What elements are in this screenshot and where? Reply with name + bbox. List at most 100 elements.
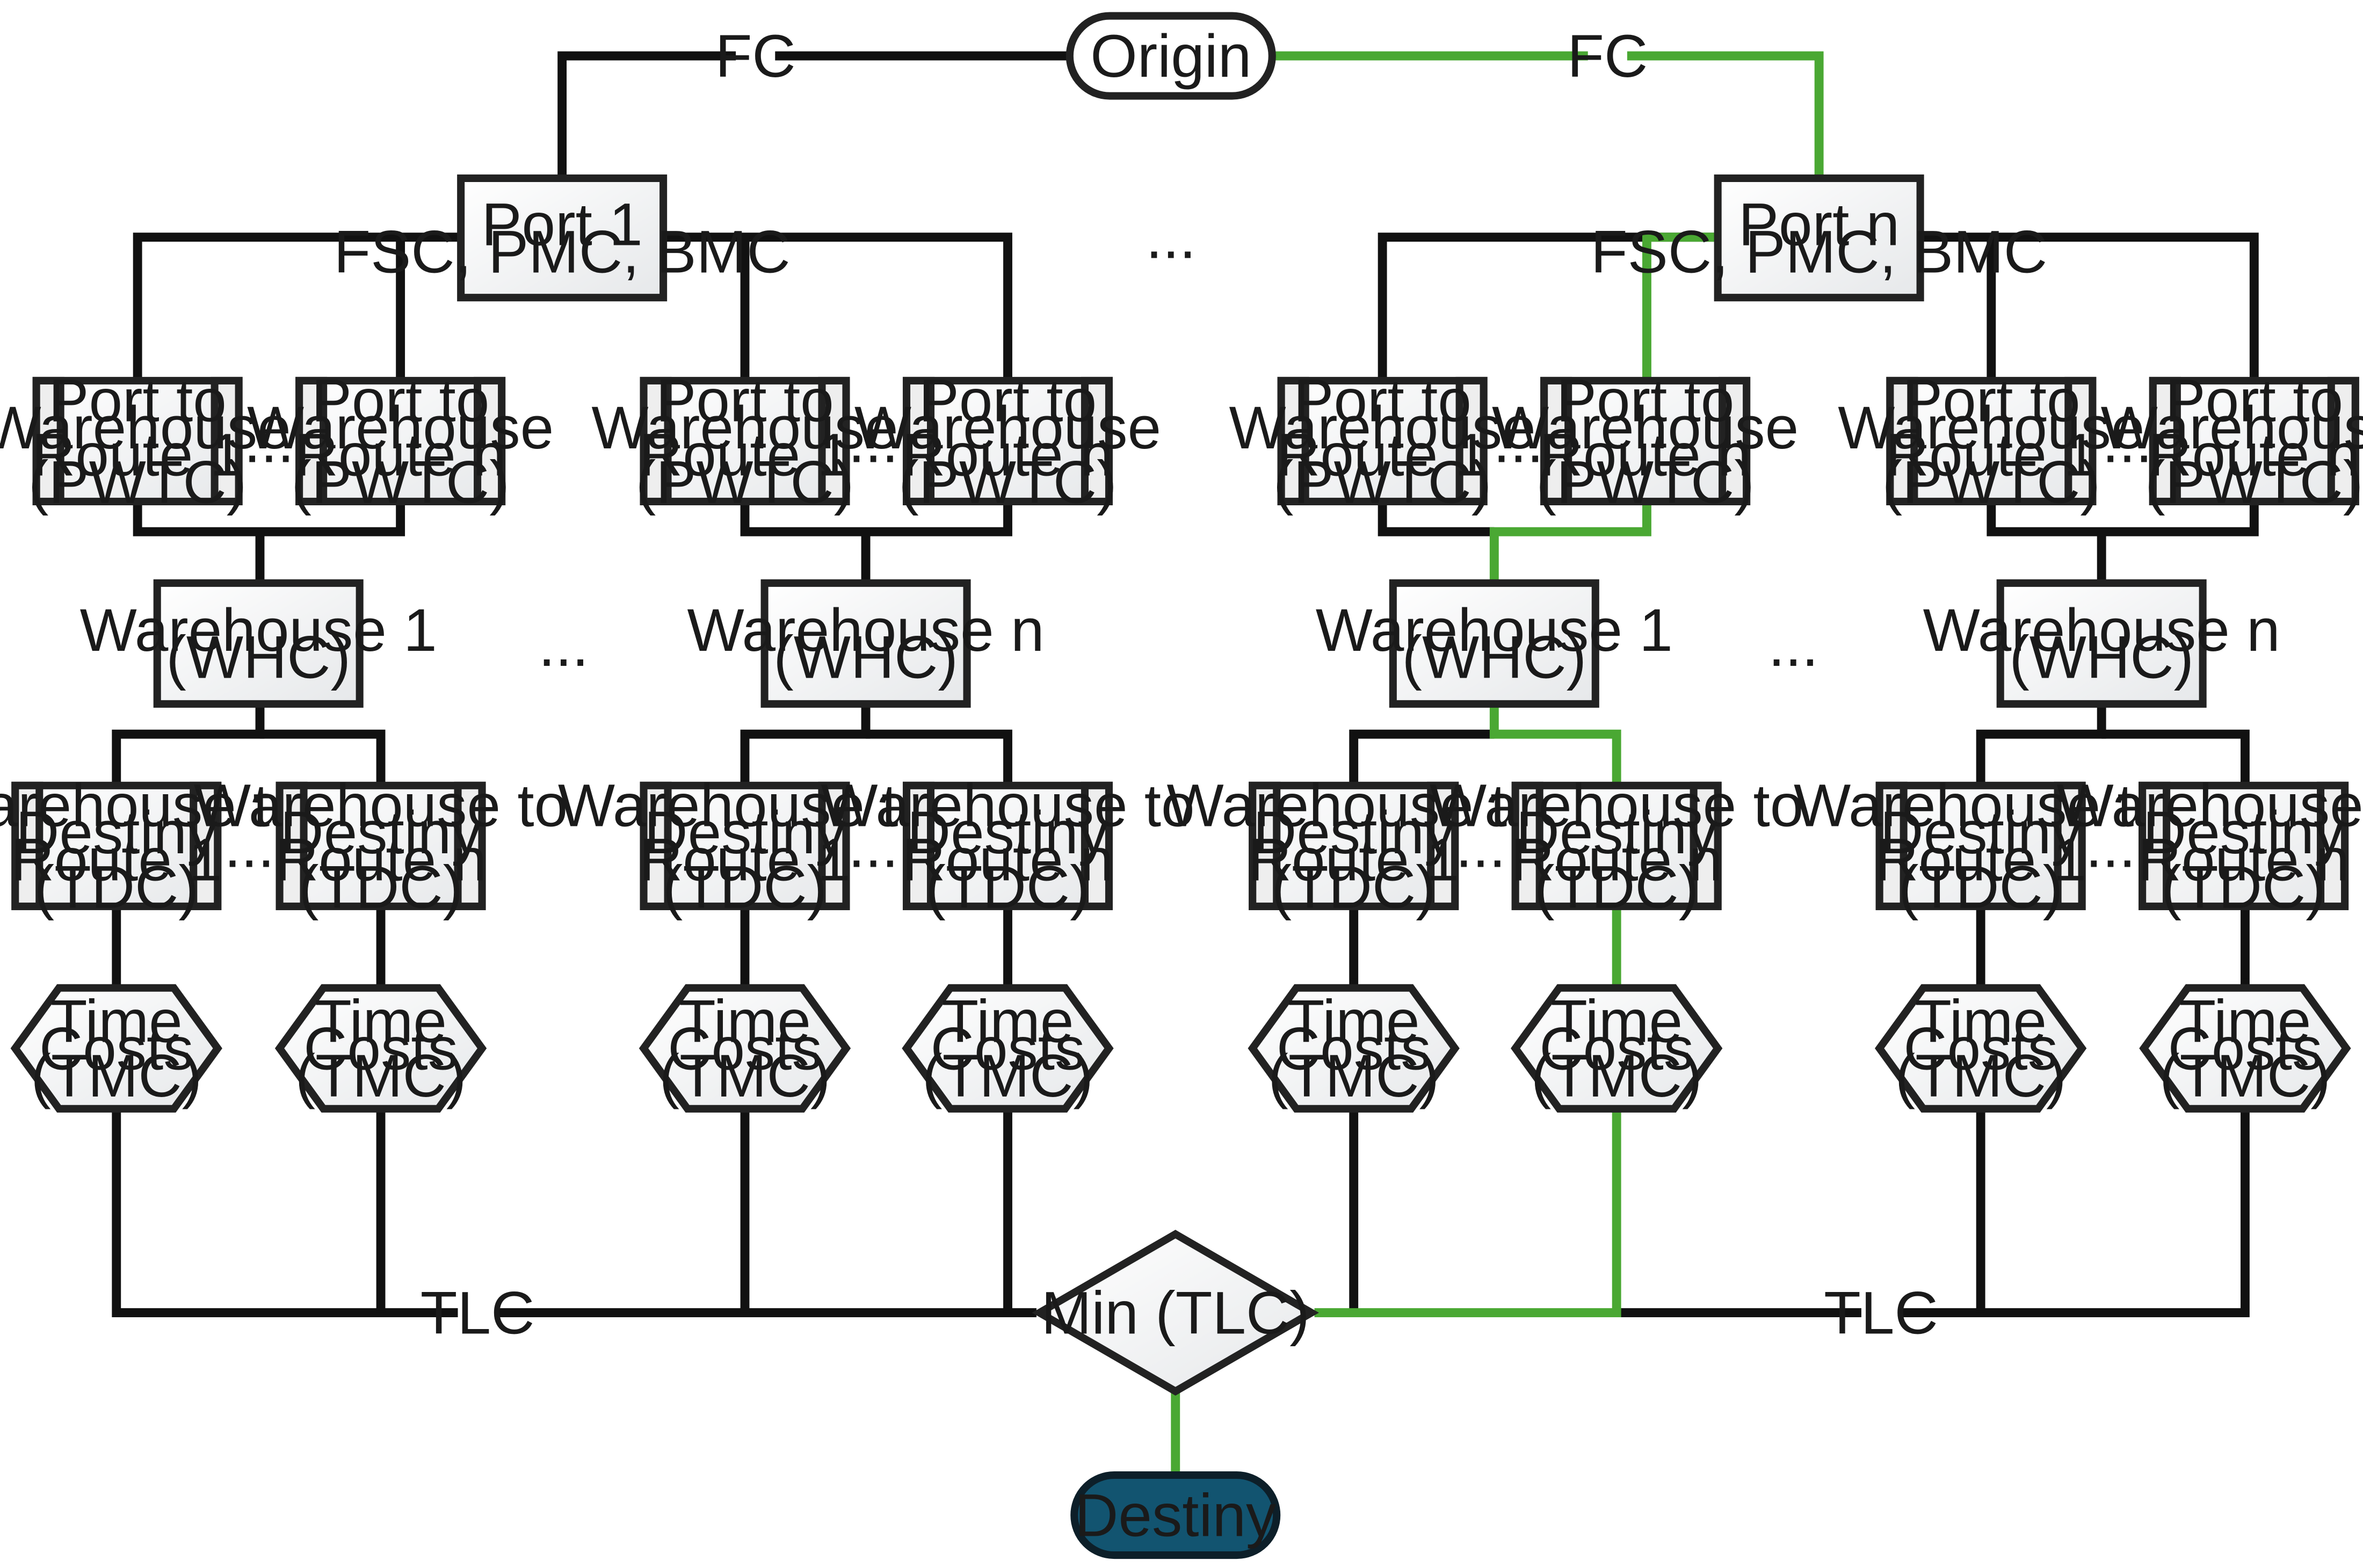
destiny-route-box-line: (TDC) — [1534, 853, 1699, 920]
destiny-route-box-line: Destiny — [1516, 798, 1718, 866]
portn-to-route — [1920, 233, 2259, 379]
warehouse-to-route — [112, 703, 265, 783]
destiny-route-box-line: Destiny — [644, 798, 846, 866]
destiny-route-box-line: Destiny — [907, 798, 1109, 866]
port-route-box-line: Port to — [1293, 366, 1471, 434]
destiny-route-box-line: Route 1 — [11, 826, 222, 894]
route-ellipsis: ... — [2085, 812, 2136, 880]
port-route-box-line: Warehouse — [2101, 394, 2363, 461]
warehouse-box-line: (WHC) — [1402, 623, 1586, 691]
time-cost-hexagon-line: Costs — [39, 1014, 194, 1082]
port-route-box-line: (PWTC) — [636, 448, 854, 516]
portn-to-route — [1378, 233, 1718, 379]
port-route-box-line: Route n — [2148, 421, 2360, 489]
warehouse-to-route — [1349, 729, 1495, 783]
port1-to-route — [133, 233, 461, 379]
time-cost-hexagon-line: Costs — [2168, 1014, 2323, 1082]
warehouse-to-route — [260, 729, 386, 783]
fc-label: FC — [715, 22, 796, 90]
warehouse-box-line: (WHC) — [166, 623, 351, 691]
time-cost-hexagon-line: (TMC) — [659, 1042, 831, 1109]
destiny-route-box-line: Warehouse to — [1167, 771, 1541, 839]
port-route-box-line: (PWTC) — [1273, 448, 1491, 516]
warehouse-to-route — [2101, 729, 2250, 783]
destiny-route-box-line: Destiny — [16, 798, 218, 866]
destiny-route-box-line: (TDC) — [1272, 853, 1436, 920]
time-cost-hexagon-line: (TMC) — [1531, 1042, 1702, 1109]
time-cost-hexagon-line: Costs — [931, 1014, 1085, 1082]
port-route-box-line: Port to — [1902, 366, 2080, 434]
destiny-route-box-line: Destiny — [2143, 798, 2345, 866]
warehouse-to-route — [740, 703, 871, 783]
port-route-box-line: Port to — [1556, 366, 1734, 434]
time-cost-hexagon-line: (TMC) — [922, 1042, 1093, 1109]
port-route-box-line: Warehouse — [0, 394, 291, 461]
time-cost-hexagon-line: Time — [2179, 988, 2311, 1055]
port-route-box-line: Warehouse — [1229, 394, 1536, 461]
time-cost-hexagon-line: Time — [1550, 988, 1683, 1055]
warehouse-box: Warehouse n(WHC) — [1923, 579, 2280, 708]
destiny-route-box-line: (TDC) — [34, 853, 199, 920]
destiny-route-box-line: Warehouse to — [194, 771, 568, 839]
time-cost-hexagon-line: Time — [1288, 988, 1420, 1055]
destiny-route-box-line: Destiny — [1253, 798, 1455, 866]
time-cost-hexagon-line: (TMC) — [2159, 1042, 2331, 1109]
fc-label-text: FC — [715, 22, 796, 90]
warehouse-box-line: (WHC) — [2009, 623, 2194, 691]
time-cost-hexagon-line: Costs — [668, 1014, 822, 1082]
destiny-terminal-label: Destiny — [1075, 1482, 1277, 1549]
tlc-left-bus — [112, 1108, 1038, 1318]
time-cost-hexagon-line: Costs — [1539, 1014, 1694, 1082]
destiny-route-box-line: (TDC) — [299, 853, 463, 920]
fc-label-text: FC — [1567, 22, 1648, 90]
destiny-route-box-line: Route n — [902, 826, 1113, 894]
destiny-route-box-line: (TDC) — [1898, 853, 2063, 920]
route-ellipsis: ... — [1493, 407, 1543, 475]
time-cost-hexagon-line: Costs — [1903, 1014, 2058, 1082]
tlc-right-bus — [1617, 1108, 2250, 1318]
tlc-label-text: TLC — [1824, 1279, 1938, 1347]
port-route-box-line: Port to — [919, 366, 1097, 434]
tlc-label-text: TLC — [421, 1279, 535, 1347]
warehouse-to-route — [1976, 703, 2106, 783]
route-to-warehouse-selected — [1489, 501, 1651, 581]
warehouse-ellipsis: ... — [539, 611, 589, 679]
port1-to-route — [663, 233, 1012, 379]
time-cost-hexagon-line: Time — [1915, 988, 2047, 1055]
destiny-route-box-line: Warehouse to — [1430, 771, 1803, 839]
min-tlc-label: Min (TLC) — [1041, 1279, 1310, 1347]
destiny-route-box-line: Route 1 — [639, 826, 851, 894]
origin-terminal-label: Origin — [1090, 22, 1251, 90]
origin-to-portn — [1272, 51, 1824, 176]
fc-label: FC — [1567, 22, 1648, 90]
destiny-route-box-line: Route n — [275, 826, 487, 894]
port-route-box-line: Route 1 — [639, 421, 851, 489]
min-tlc-decision: Min (TLC) — [1032, 1230, 1319, 1396]
port-route-box-line: (PWTC) — [28, 448, 247, 516]
destiny-route-box-line: Destiny — [1880, 798, 2082, 866]
time-cost-hexagon-line: Time — [679, 988, 811, 1055]
warehouse-to-route-selected — [1489, 703, 1621, 783]
port-route-box-line: Warehouse — [854, 394, 1161, 461]
port-route-box-line: (PWTC) — [1536, 448, 1755, 516]
destiny-route-box-line: Route n — [1511, 826, 1722, 894]
port-route-box-line: Route n — [1540, 421, 1751, 489]
